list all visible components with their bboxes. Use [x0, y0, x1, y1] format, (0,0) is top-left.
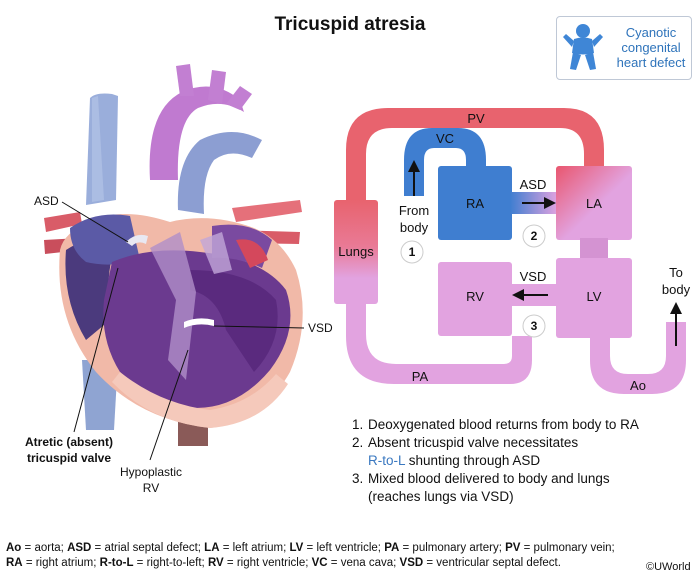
page-title: Tricuspid atresia [274, 14, 426, 35]
legend-definition: = left atrium; [219, 542, 290, 554]
step-2-num: 2. [352, 435, 364, 450]
step-2-row-b: R-to-L shunting through ASD [352, 452, 697, 470]
steps-list: 1. Deoxygenated blood returns from body … [352, 416, 697, 506]
legend-definition: = atrial septal defect; [91, 542, 205, 554]
pa-label: PA [412, 369, 429, 384]
legend-abbr: Ao [6, 542, 22, 554]
badge-line-3: heart defect [616, 55, 686, 70]
step-1-row: 1. Deoxygenated blood returns from body … [352, 416, 697, 434]
step-2-text-b: R-to-L shunting through ASD [368, 452, 540, 470]
legend-definition: = vena cava; [327, 557, 400, 569]
legend-abbr: RA [6, 557, 23, 569]
hypoplastic-line-2: RV [142, 481, 160, 495]
la-box [556, 166, 632, 240]
legend-definition: = right-to-left; [133, 557, 208, 569]
vsd-heart-label: VSD [308, 321, 333, 335]
legend-abbr: LA [204, 542, 220, 554]
legend-abbr: PA [384, 542, 400, 554]
legend-abbr: R-to-L [99, 557, 134, 569]
badge-line-1: Cyanotic [625, 25, 677, 40]
legend-abbr: ASD [67, 542, 92, 554]
step-1-num: 1. [352, 417, 364, 432]
step-1-text: Deoxygenated blood returns from body to … [368, 417, 639, 432]
vsd-schematic-label: VSD [520, 269, 547, 284]
step-3-row-b: (reaches lungs via VSD) [352, 488, 697, 506]
asd-schematic-label: ASD [520, 177, 547, 192]
step-3-number: 3 [531, 319, 538, 333]
mitral-connector [580, 238, 608, 260]
copyright: ©UWorld [646, 561, 691, 573]
abbreviation-legend: Ao = aorta; ASD = atrial septal defect; … [6, 541, 686, 571]
step-1-number: 1 [409, 245, 416, 259]
legend-line-2: RA = right atrium; R-to-L = right-to-lef… [6, 556, 686, 571]
legend-definition: = pulmonary vein; [520, 542, 615, 554]
legend-abbr: VC [311, 557, 328, 569]
to-body-label-1: To [669, 265, 683, 280]
step-3-row: 3. Mixed blood delivered to body and lun… [352, 470, 697, 488]
legend-definition: = left ventricle; [303, 542, 385, 554]
ra-box [438, 166, 512, 240]
legend-abbr: LV [289, 542, 304, 554]
rv-box [438, 262, 512, 336]
asd-arrowhead [544, 197, 556, 209]
r-to-l-text: R-to-L [368, 453, 406, 468]
legend-definition: = ventricular septal defect. [423, 557, 561, 569]
step-2-text: Absent tricuspid valve necessitates [368, 435, 579, 450]
pv-label: PV [467, 111, 485, 126]
hypoplastic-line-1: Hypoplastic [119, 465, 183, 479]
lv-label: LV [587, 289, 602, 304]
rv-label: RV [466, 289, 484, 304]
to-body-arrowhead [670, 302, 682, 314]
hypoplastic-label: Hypoplastic RV [106, 464, 196, 496]
step-1-circle [400, 240, 424, 264]
legend-definition: = aorta; [21, 542, 68, 554]
pa-vessel [346, 300, 532, 384]
legend-abbr: VSD [399, 557, 424, 569]
atretic-line-2: tricuspid valve [26, 451, 112, 465]
vc-vessel [404, 128, 486, 196]
atretic-line-1: Atretic (absent) [24, 435, 113, 449]
from-body-label-1: From [399, 203, 429, 218]
ra-label: RA [466, 196, 484, 211]
atretic-label: Atretic (absent) tricuspid valve [14, 434, 124, 466]
step-3-circle [522, 314, 546, 338]
legend-abbr: PV [505, 542, 521, 554]
lungs-box [334, 200, 378, 304]
lv-box [556, 258, 632, 338]
vsd-arrowhead [512, 289, 524, 301]
legend-definition: = right atrium; [22, 557, 100, 569]
step-2-text-b-rest: shunting through ASD [405, 453, 541, 468]
step-3-text: Mixed blood delivered to body and lungs [368, 471, 610, 486]
baby-icon [563, 24, 603, 70]
legend-line-1: Ao = aorta; ASD = atrial septal defect; … [6, 541, 686, 556]
legend-abbr: RV [207, 557, 224, 569]
legend-definition: = pulmonary artery; [399, 542, 506, 554]
step-3-num: 3. [352, 471, 364, 486]
to-body-label-2: body [662, 282, 691, 297]
legend-definition: = right ventricle; [223, 557, 312, 569]
ao-label: Ao [630, 378, 646, 393]
la-label: LA [586, 196, 602, 211]
badge-line-2: congenital [621, 40, 681, 55]
ao-vessel [590, 322, 686, 394]
step-2-circle [522, 224, 546, 248]
step-2-number: 2 [531, 229, 538, 243]
step-3-text-b: (reaches lungs via VSD) [368, 489, 514, 504]
step-2-row: 2. Absent tricuspid valve necessitates [352, 434, 697, 452]
lungs-label: Lungs [338, 244, 374, 259]
from-body-label-2: body [400, 220, 429, 235]
from-body-arrowhead [408, 160, 420, 172]
pv-vessel [346, 108, 604, 204]
asd-heart-label: ASD [34, 194, 59, 208]
vc-label: VC [436, 131, 454, 146]
cyanotic-badge: Cyanotic congenital heart defect [556, 16, 692, 80]
